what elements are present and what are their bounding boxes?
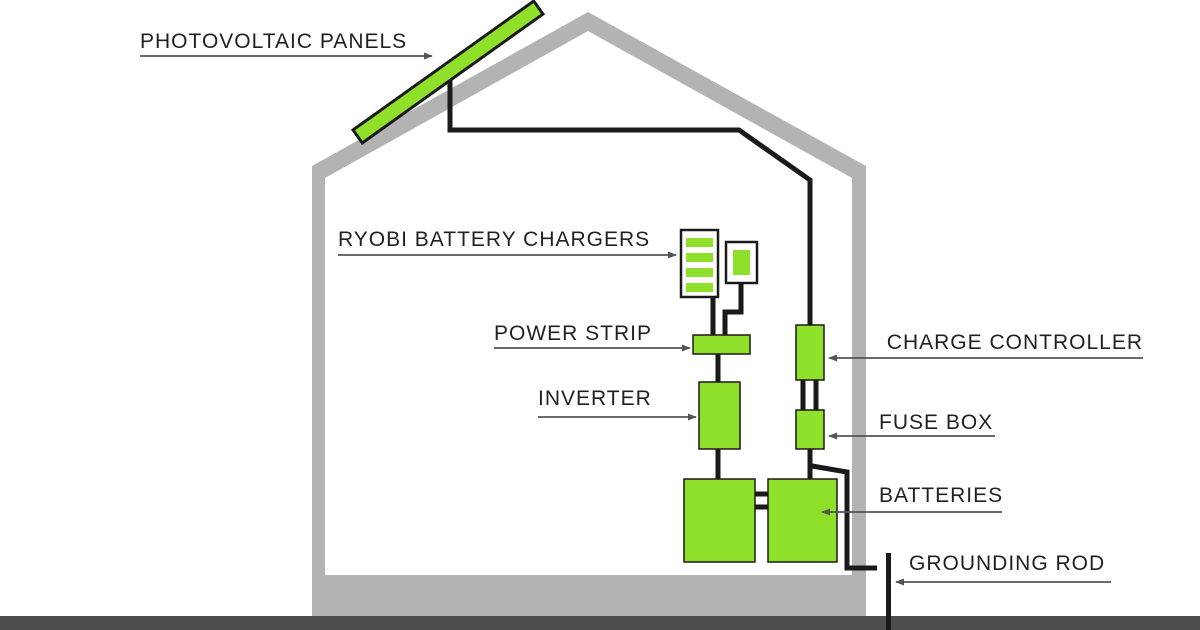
label-photovoltaic-panels: PHOTOVOLTAIC PANELS <box>140 30 407 53</box>
grounding-rod <box>886 553 891 630</box>
callout-arrows <box>140 52 1143 586</box>
label-ryobi-battery-chargers: RYOBI BATTERY CHARGERS <box>338 228 650 251</box>
label-batteries: BATTERIES <box>879 484 1003 507</box>
battery-left <box>683 478 756 563</box>
ground-wire <box>811 463 877 571</box>
power-strip <box>692 334 751 355</box>
battery-right <box>767 478 838 563</box>
wiring <box>447 72 877 571</box>
inverter <box>698 381 741 450</box>
components <box>683 324 838 563</box>
label-fuse-box: FUSE BOX <box>879 411 993 434</box>
photovoltaic-panel <box>350 0 546 146</box>
label-inverter: INVERTER <box>538 387 652 410</box>
ryobi-charger-large <box>679 228 720 299</box>
ryobi-charger-small <box>724 240 759 285</box>
charger2-strip-wire <box>722 283 744 335</box>
label-charge-controller: CHARGE CONTROLLER <box>887 331 1143 354</box>
fuse-box <box>795 409 825 450</box>
label-power-strip: POWER STRIP <box>494 322 652 345</box>
charge-controller <box>795 324 825 381</box>
ground <box>0 616 1200 630</box>
label-grounding-rod: GROUNDING ROD <box>909 552 1105 575</box>
pv-to-controller-wire <box>447 72 813 325</box>
